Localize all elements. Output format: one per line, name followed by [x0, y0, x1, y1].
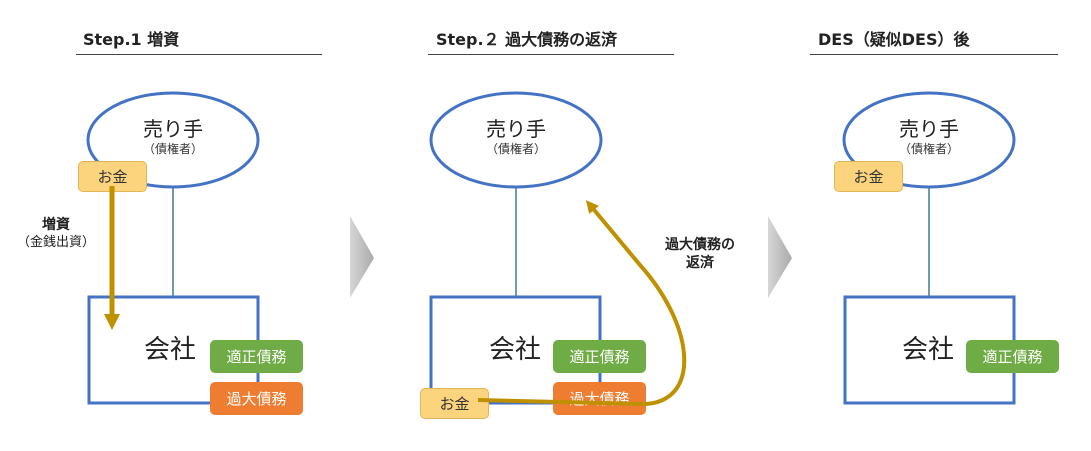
step2-repayment-arrow	[477, 200, 687, 407]
step1-seller-role: （債権者）	[142, 142, 203, 156]
step2-seller-name: 売り手	[486, 117, 546, 141]
step2-company-name: 会社	[488, 335, 541, 365]
step1-excess-debt-tag: 過大債務	[210, 382, 303, 415]
step1-company-name: 会社	[143, 335, 196, 365]
step2-arrow-label-line2: 返済	[686, 255, 714, 271]
step3-seller-role: （債権者）	[898, 142, 959, 156]
step3-money-tag: お金	[834, 161, 903, 192]
step3-company-name: 会社	[901, 335, 954, 365]
step1-title: Step.1 増資	[83, 30, 180, 49]
step1-arrow-label: 増資 （金銭出資）	[14, 216, 98, 252]
step2-arrow-label-line1: 過大債務の	[665, 237, 735, 253]
step1-seller-name: 売り手	[143, 117, 203, 141]
step3-proper-debt-tag: 適正債務	[966, 340, 1059, 373]
step1-proper-debt-tag: 適正債務	[210, 340, 303, 373]
step2-money-tag: お金	[420, 388, 489, 419]
step2-seller-role: （債権者）	[485, 142, 546, 156]
step1-title-underline	[76, 54, 322, 55]
step3-title-underline	[810, 54, 1058, 55]
step2-arrow-label: 過大債務の 返済	[645, 236, 755, 272]
chevron-right-icon	[350, 216, 374, 298]
step2-title-underline	[428, 54, 674, 55]
step3-title: DES（疑似DES）後	[818, 30, 970, 49]
step2-proper-debt-tag: 適正債務	[553, 340, 646, 373]
step1-arrow-label-line1: 増資	[42, 217, 70, 233]
step2-title: Step.２ 過大債務の返済	[436, 30, 618, 49]
chevron-right-icon	[768, 216, 792, 298]
step2-seller-ellipse	[429, 91, 603, 189]
step1-arrow-label-line2: （金銭出資）	[16, 235, 95, 250]
step3-seller-name: 売り手	[899, 117, 959, 141]
